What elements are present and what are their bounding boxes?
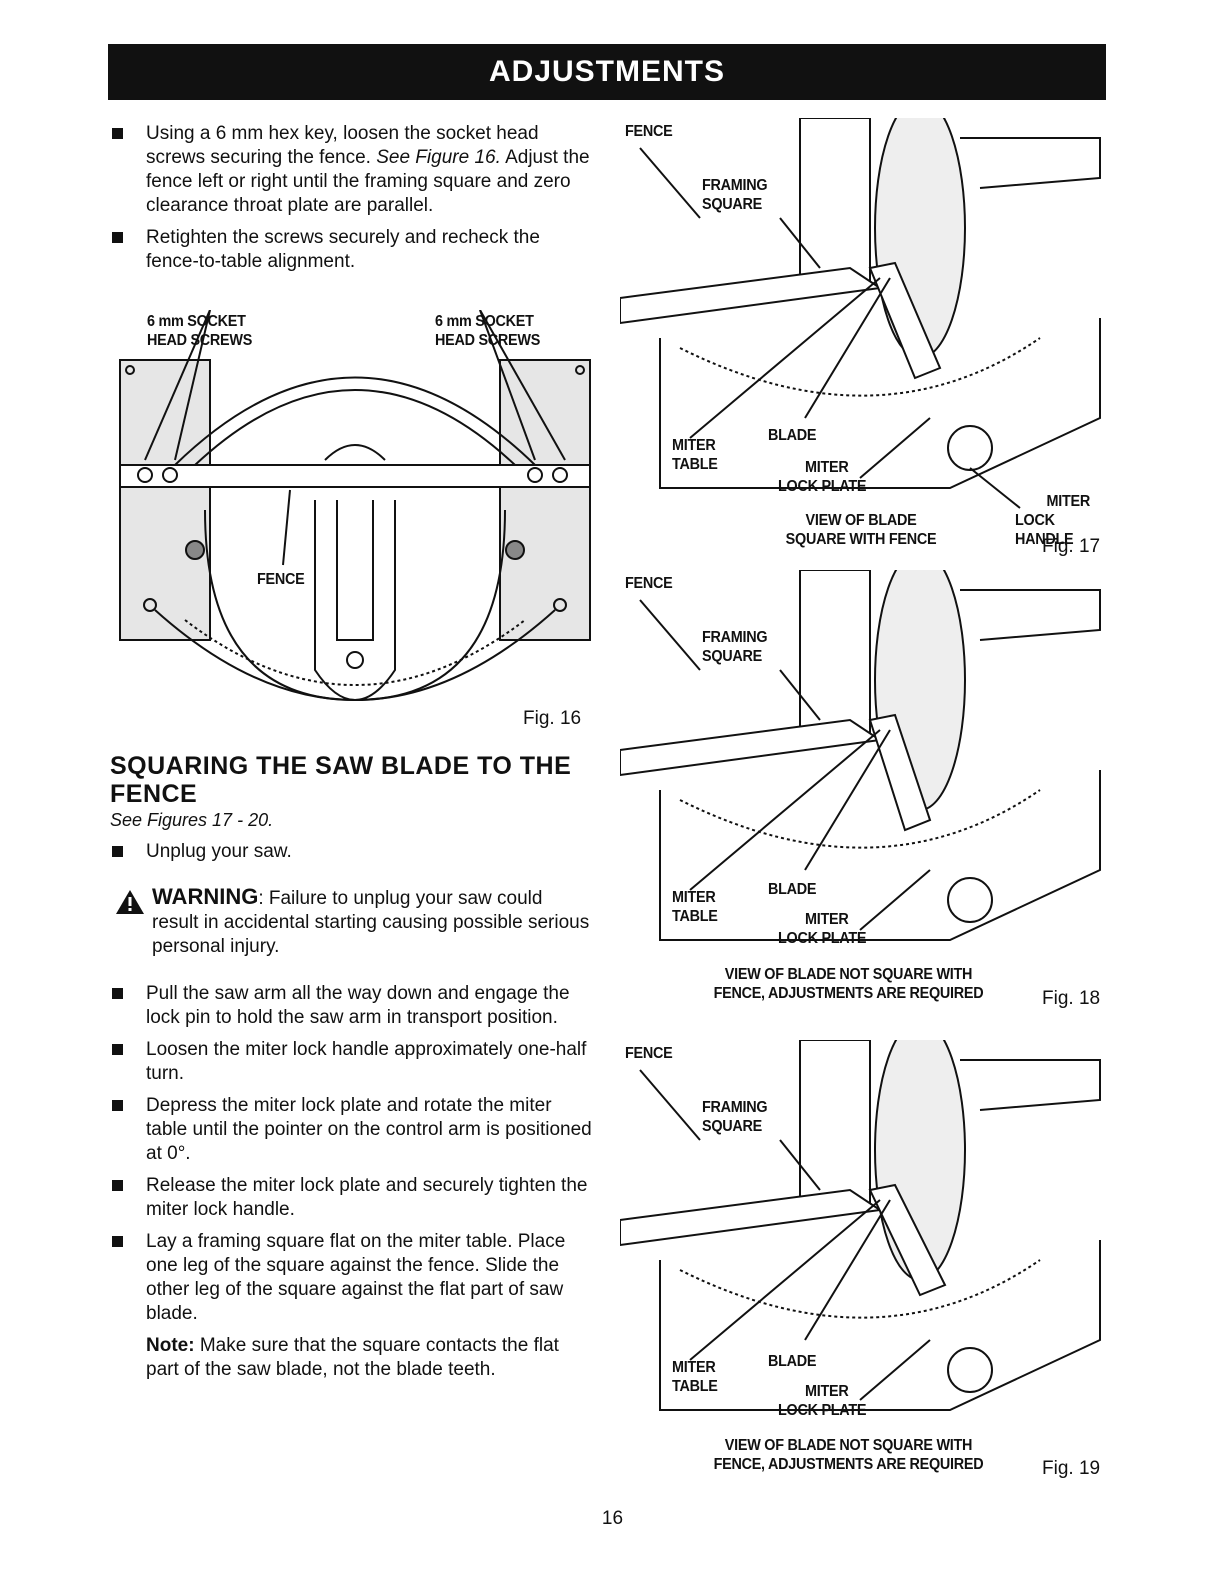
unplug-step: Unplug your saw. — [110, 840, 595, 872]
saw-blade-not-square-illustration — [620, 570, 1101, 941]
list-item: Depress the miter lock plate and rotate … — [110, 1094, 595, 1166]
list-item: Release the miter lock plate and securel… — [110, 1174, 595, 1222]
adjustment-steps: Pull the saw arm all the way down and en… — [110, 982, 595, 1382]
figure-label: Fig. 16 — [523, 708, 582, 729]
note: Note: Make sure that the square contacts… — [146, 1335, 559, 1380]
section-header: ADJUSTMENTS — [108, 44, 1106, 100]
figure-label: Fig. 19 — [1042, 1458, 1101, 1479]
label-fence: FENCE — [625, 1045, 673, 1062]
intro-bullets: Using a 6 mm hex key, loosen the socket … — [110, 122, 595, 282]
label-blade: BLADE — [768, 427, 817, 444]
list-item: Pull the saw arm all the way down and en… — [110, 982, 595, 1030]
label-fence: FENCE — [625, 123, 673, 140]
list-item: Unplug your saw. — [110, 840, 595, 864]
figure-label: Fig. 17 — [1042, 536, 1101, 557]
section-title: SQUARING THE SAW BLADE TO THE FENCE — [110, 752, 572, 808]
figure-label: Fig. 18 — [1042, 988, 1101, 1009]
warning-body: : Failure to unplug your saw could resul… — [152, 888, 590, 957]
list-item: Using a 6 mm hex key, loosen the socket … — [110, 122, 595, 218]
page-number: 16 — [601, 1508, 624, 1529]
label-fence: FENCE — [625, 575, 673, 592]
list-item: Loosen the miter lock handle approximate… — [110, 1038, 595, 1086]
label-blade: BLADE — [768, 1353, 817, 1370]
warning-icon — [116, 890, 144, 914]
label-blade: BLADE — [768, 881, 817, 898]
saw-top-view-illustration — [119, 309, 591, 702]
saw-blade-not-square-illustration — [620, 1040, 1101, 1411]
saw-blade-square-illustration — [620, 118, 1101, 509]
warning-title: WARNING — [152, 884, 259, 909]
figures-reference: See Figures 17 - 20. — [110, 810, 274, 830]
list-item: Retighten the screws securely and rechec… — [110, 226, 595, 274]
callout-fence: FENCE — [257, 571, 305, 588]
list-item: Lay a framing square flat on the miter t… — [110, 1230, 595, 1326]
